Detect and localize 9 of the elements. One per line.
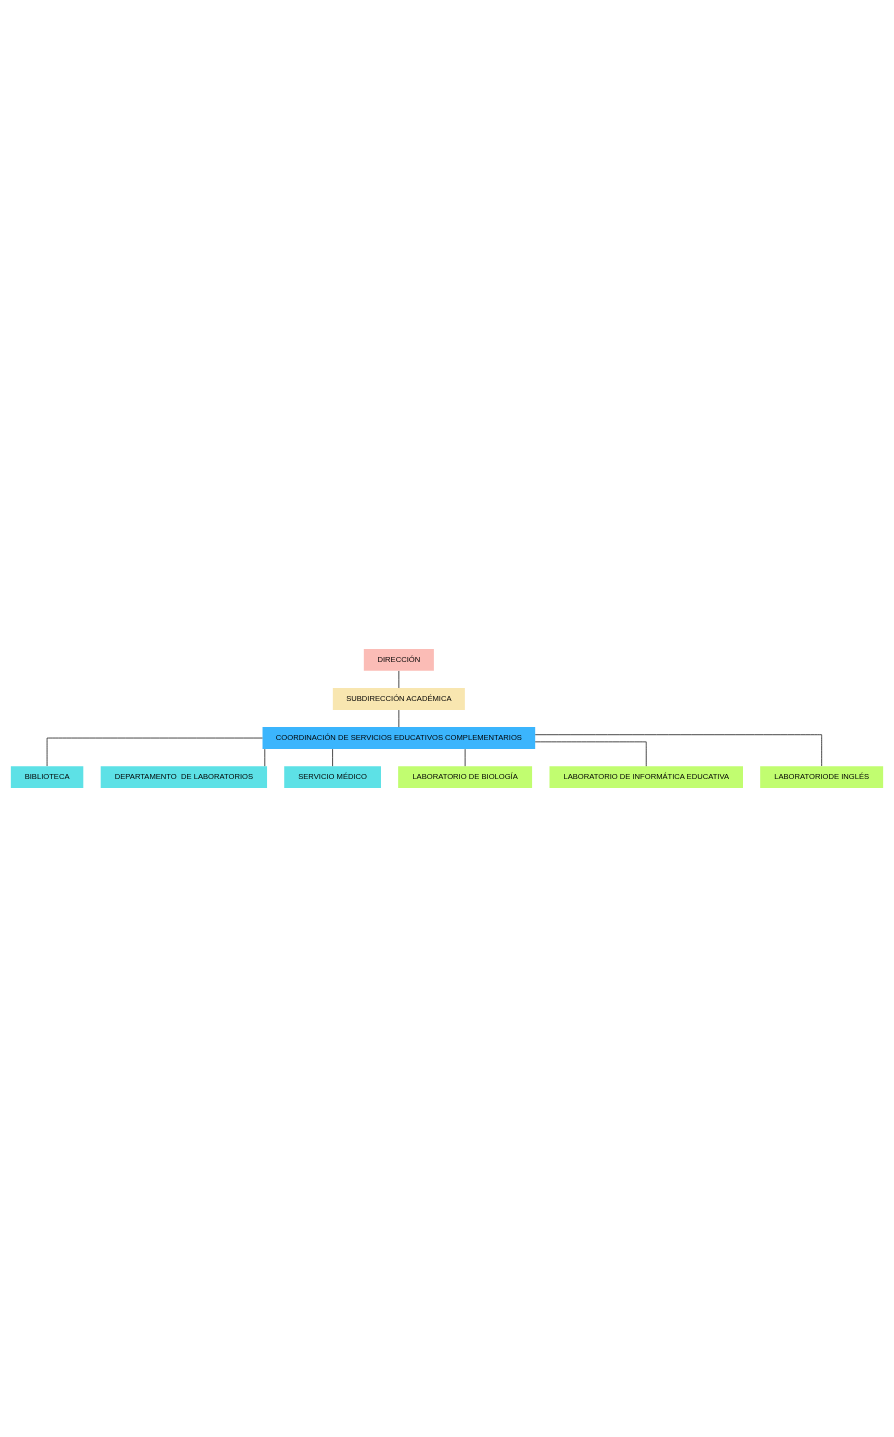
node-box: SUBDIRECCIÓN ACADÉMICA	[332, 688, 465, 710]
node-box: DIRECCIÓN	[363, 648, 434, 671]
node-box: LABORATORIODE INGLÉS	[760, 766, 884, 789]
node-box: LABORATORIO DE INFORMÁTICA EDUCATIVA	[549, 766, 743, 789]
node-box: LABORATORIO DE BIOLOGÍA	[398, 766, 533, 789]
node-box: COORDINACIÓN DE SERVICIOS EDUCATIVOS COMPLEMENTARIOS	[262, 727, 536, 749]
node-box: DEPARTAMENTO DE LABORATORIOS	[100, 766, 268, 789]
node-box: BIBLIOTECA	[10, 766, 84, 789]
node-box: SERVICIO MÉDICO	[284, 766, 381, 789]
